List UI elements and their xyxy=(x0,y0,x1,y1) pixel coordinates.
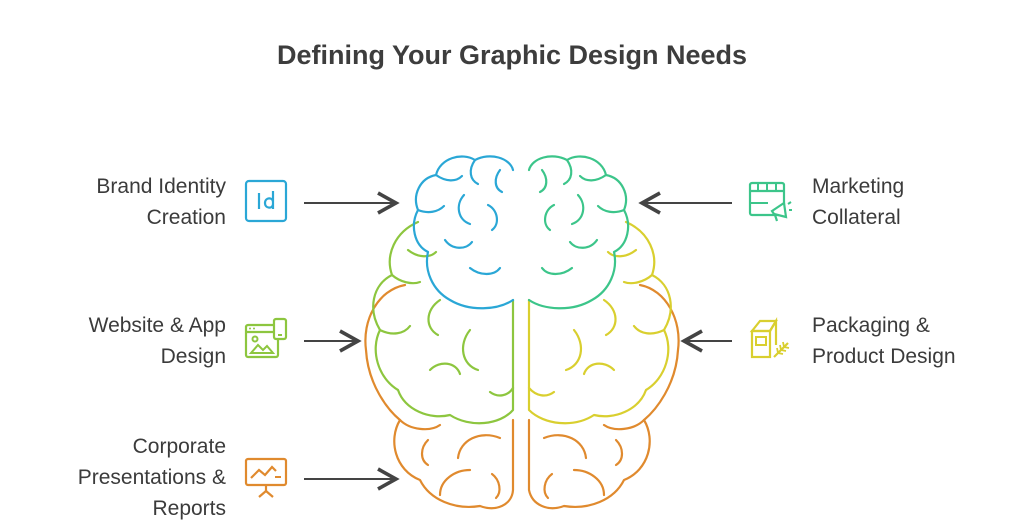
label-brand-identity: Brand Identity Creation xyxy=(96,175,226,229)
label-packaging-product: Packaging & Product Design xyxy=(812,314,956,368)
diagram-title: Defining Your Graphic Design Needs xyxy=(276,40,748,70)
label-corporate-presentations: Corporate Presentations & Reports xyxy=(77,435,226,520)
label-website-app: Website & App Design xyxy=(88,314,226,368)
label-marketing-collateral: Marketing Collateral xyxy=(812,175,905,229)
indesign-icon xyxy=(244,179,288,223)
brain-lobe-orange-right xyxy=(527,283,680,510)
brain-lobe-green-left xyxy=(372,220,515,425)
marketing-calendar-megaphone-icon xyxy=(748,181,792,222)
website-app-icon xyxy=(244,317,288,359)
brain-lobe-yellow-right xyxy=(527,220,672,425)
brain-lobe-blue-left xyxy=(412,155,515,310)
presentation-chart-icon xyxy=(244,457,288,498)
package-box-icon xyxy=(749,317,790,359)
brain-lobe-orange-left xyxy=(364,283,515,510)
brain-lobe-teal-right xyxy=(527,155,630,310)
